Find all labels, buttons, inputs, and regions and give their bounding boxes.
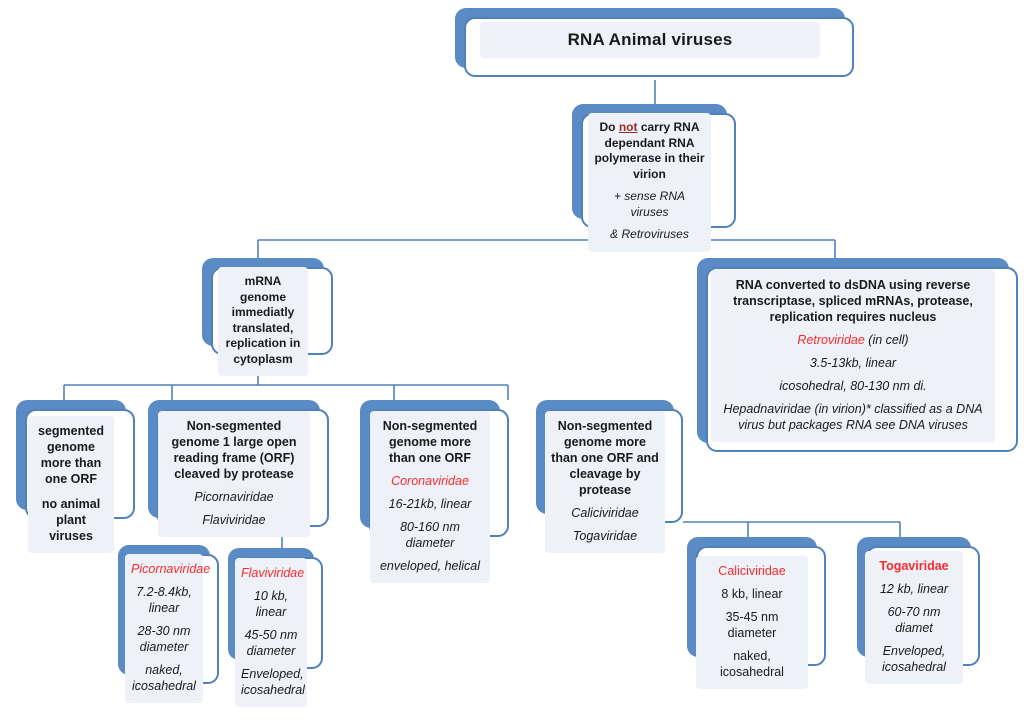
flavi-detail-1: 10 kb, linear (253, 589, 289, 619)
node-nonsegmented-one-orf[interactable]: Non-segmented genome 1 large open readin… (148, 400, 329, 537)
node-body: Picornaviridae 7.2-8.4kb, linear 28-30 n… (125, 554, 211, 703)
toga-detail-3: Enveloped, icosahedral (882, 644, 946, 674)
family-togaviridae: Togaviridae (572, 529, 638, 543)
node-picornaviridae-detail[interactable]: Picornaviridae 7.2-8.4kb, linear 28-30 n… (118, 545, 219, 703)
family-coronaviridae: Coronaviridae (391, 474, 469, 488)
nonseg-more-orf-heading: Non-segmented genome more than one ORF (382, 419, 478, 465)
picorna-detail-1: 7.2-8.4kb, linear (136, 585, 192, 615)
heading-part-b: carry RNA dependant RNA polymerase in th… (594, 120, 705, 181)
family-name-flaviviridae: Flaviviridae (241, 566, 305, 580)
family-name-caliciviridae: Caliciviridae (718, 564, 786, 578)
node-rna-animal-viruses[interactable]: RNA Animal viruses (455, 8, 854, 77)
nonseg-one-orf-heading: Non-segmented genome 1 large open readin… (171, 419, 297, 481)
retro-family-line: Retroviridae (in cell) (717, 332, 989, 348)
no-rdrp-sub-2: & Retroviruses (610, 227, 689, 241)
node-body: Do not carry RNA dependant RNA polymeras… (588, 113, 711, 252)
calici-detail-1: 8 kb, linear (721, 587, 783, 601)
node-body: RNA Animal viruses (480, 22, 820, 58)
heading-part-a: Do (599, 120, 619, 134)
picorna-detail-2: 28-30 nm diameter (137, 624, 191, 654)
not-emphasis: not (618, 120, 638, 134)
family-picornaviridae: Picornaviridae (194, 490, 274, 504)
page-title: RNA Animal viruses (567, 30, 733, 49)
retro-detail-2: icosohedral, 80-130 nm di. (779, 379, 927, 393)
retro-heading: RNA converted to dsDNA using reverse tra… (733, 278, 973, 324)
family-name-picornaviridae: Picornaviridae (131, 562, 211, 576)
node-no-rdrp[interactable]: Do not carry RNA dependant RNA polymeras… (572, 104, 736, 252)
node-body: RNA converted to dsDNA using reverse tra… (711, 270, 995, 442)
node-body: Caliciviridae 8 kb, linear 35-45 nm diam… (696, 556, 808, 689)
node-body: mRNA genome immediatly translated, repli… (218, 267, 308, 376)
family-name-retroviridae: Retroviridae (797, 333, 865, 347)
node-retro-dsdna[interactable]: RNA converted to dsDNA using reverse tra… (697, 258, 1018, 452)
no-rdrp-heading: Do not carry RNA dependant RNA polymeras… (594, 120, 705, 182)
picorna-detail-3: naked, icosahedral (132, 663, 196, 693)
nonseg-cleavage-heading: Non-segmented genome more than one ORF a… (551, 419, 659, 497)
toga-detail-1: 12 kb, linear (879, 582, 949, 596)
node-flaviviridae-detail[interactable]: Flaviviridae 10 kb, linear 45-50 nm diam… (228, 548, 323, 707)
node-body: Non-segmented genome more than one ORF a… (545, 411, 665, 553)
family-caliciviridae: Caliciviridae (571, 506, 639, 520)
node-nonsegmented-more-orf[interactable]: Non-segmented genome more than one ORF C… (360, 400, 509, 583)
retro-hepadna-note: Hepadnaviridae (in virion)* classified a… (723, 402, 983, 432)
node-body: Flaviviridae 10 kb, linear 45-50 nm diam… (235, 558, 307, 707)
family-note: (in cell) (864, 333, 909, 347)
corona-detail-3: enveloped, helical (379, 559, 481, 573)
no-rdrp-sub-1: + sense RNA viruses (613, 189, 686, 219)
segmented-sub: no animal plant viruses (41, 497, 101, 543)
node-togaviridae-detail[interactable]: Togaviridae 12 kb, linear 60-70 nm diame… (857, 537, 980, 684)
corona-detail-2: 80-160 nm diameter (400, 520, 460, 550)
node-body: Non-segmented genome 1 large open readin… (158, 411, 310, 537)
node-segmented-genome[interactable]: segmented genome more than one ORF no an… (16, 400, 135, 553)
calici-detail-3: naked, icosahedral (720, 649, 784, 679)
flavi-detail-3: Enveloped, icosahedral (241, 667, 305, 697)
family-flaviviridae: Flaviviridae (202, 513, 266, 527)
flavi-detail-2: 45-50 nm diameter (244, 628, 298, 658)
mrna-heading: mRNA genome immediatly translated, repli… (225, 274, 301, 366)
retro-detail-1: 3.5-13kb, linear (809, 356, 897, 370)
node-mrna-genome[interactable]: mRNA genome immediatly translated, repli… (202, 258, 333, 376)
family-name-togaviridae: Togaviridae (879, 559, 949, 573)
node-caliciviridae-detail[interactable]: Caliciviridae 8 kb, linear 35-45 nm diam… (687, 537, 826, 689)
toga-detail-2: 60-70 nm diamet (887, 605, 941, 635)
calici-detail-2: 35-45 nm diameter (725, 610, 779, 640)
node-body: Non-segmented genome more than one ORF C… (370, 411, 490, 583)
node-nonsegmented-cleavage[interactable]: Non-segmented genome more than one ORF a… (536, 400, 683, 553)
node-body: Togaviridae 12 kb, linear 60-70 nm diame… (865, 551, 963, 684)
node-body: segmented genome more than one ORF no an… (28, 416, 114, 553)
corona-detail-1: 16-21kb, linear (388, 497, 472, 511)
segmented-heading: segmented genome more than one ORF (38, 424, 104, 486)
